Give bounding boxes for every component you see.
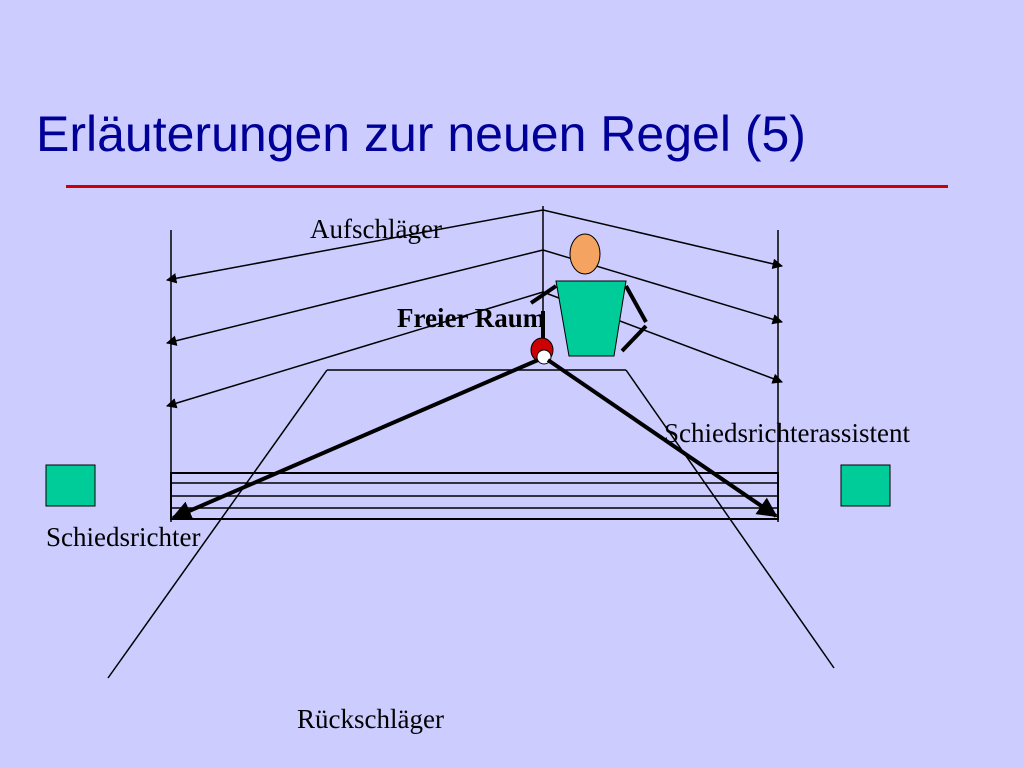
title-divider <box>66 185 948 188</box>
label-umpire: Schiedsrichter <box>46 522 200 552</box>
free-space-arrow-right-1 <box>542 209 784 269</box>
server-body <box>555 280 627 357</box>
umpire-sight-arrow <box>171 358 539 521</box>
free-space-arrow-left-1 <box>165 209 544 284</box>
server-head <box>569 233 601 275</box>
slide-title: Erläuterungen zur neuen Regel (5) <box>36 106 806 162</box>
label-server: Aufschläger <box>310 214 442 244</box>
label-receiver: Rückschläger <box>297 704 444 734</box>
label-assistant-umpire: Schiedsrichterassistent <box>664 418 910 448</box>
umpire-box <box>45 464 96 507</box>
label-free-space: Freier Raum <box>397 303 546 333</box>
ball-icon <box>536 349 552 365</box>
server-right-arm-lower <box>620 324 648 353</box>
free-space-arrow-left-3 <box>165 291 544 409</box>
view-line-left <box>107 369 328 679</box>
free-space-arrow-left-2 <box>165 249 544 346</box>
server-left-arm-upper <box>529 284 558 305</box>
assistant-sight-arrow <box>546 358 778 518</box>
server-right-arm-upper <box>624 285 648 323</box>
assistant-umpire-box <box>840 464 891 507</box>
